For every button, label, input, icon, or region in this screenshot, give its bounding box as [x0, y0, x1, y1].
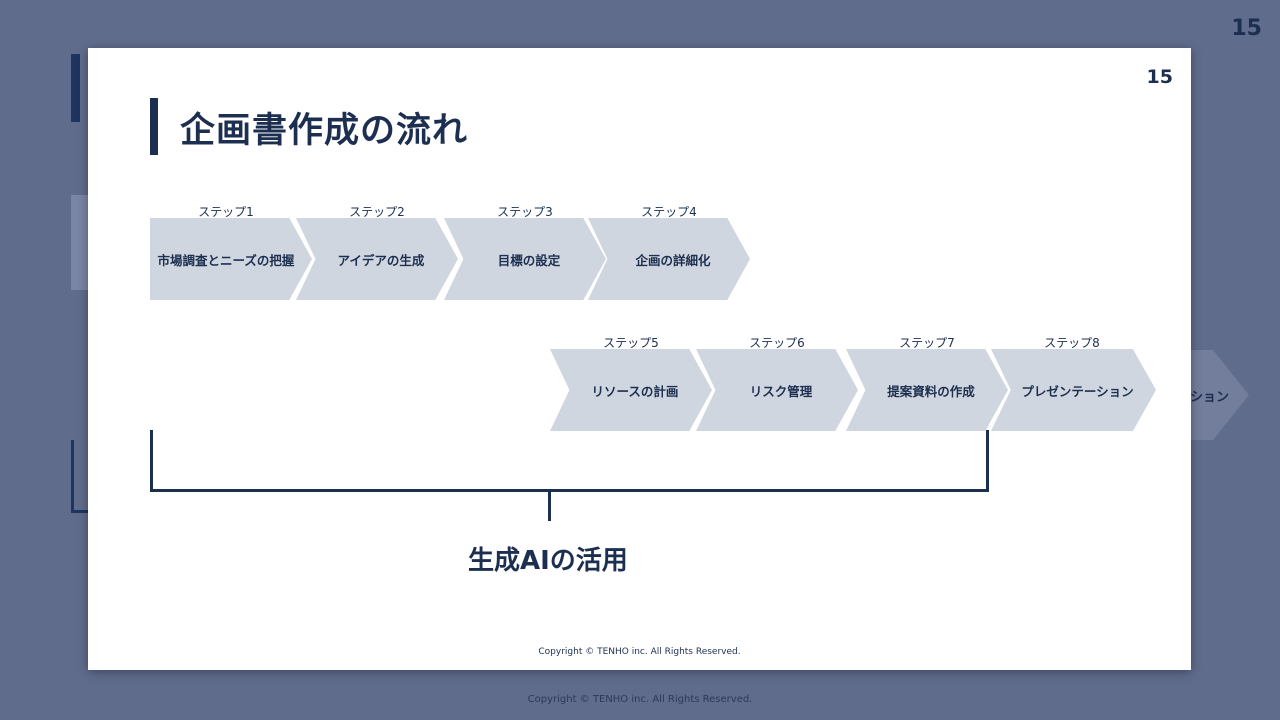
background-title-bar [71, 54, 80, 122]
step-arrow-3: 目標の設定 [444, 218, 606, 300]
background-arrow-text: ション [1190, 390, 1230, 405]
step-label-3: ステップ3 [497, 205, 553, 219]
step-arrow-7: 提案資料の作成 [846, 349, 1008, 431]
step-arrow-5: リソースの計画 [550, 349, 712, 431]
bracket-stem [548, 489, 551, 521]
background-page-number: 15 [1231, 16, 1262, 41]
copyright: Copyright © TENHO inc. All Rights Reserv… [538, 647, 741, 657]
step-arrow-2: アイデアの生成 [296, 218, 458, 300]
step-label-6: ステップ6 [749, 336, 805, 350]
step-label-1: ステップ1 [198, 205, 254, 219]
step-arrow-6: リスク管理 [696, 349, 858, 431]
slide: 15 企画書作成の流れ ステップ1 市場調査とニーズの把握 ステップ2 アイデア… [88, 48, 1191, 670]
step-arrow-8: プレゼンテーション [991, 349, 1156, 431]
step-label-5: ステップ5 [603, 336, 659, 350]
step-label-2: ステップ2 [349, 205, 405, 219]
step-label-8: ステップ8 [1044, 336, 1100, 350]
title-accent-bar [150, 98, 158, 155]
background-bracket-line [71, 440, 74, 512]
background-copyright: Copyright © TENHO inc. All Rights Reserv… [527, 694, 753, 705]
step-arrow-4: 企画の詳細化 [588, 218, 750, 300]
background-bracket-foot [71, 510, 89, 513]
bracket-right-line [986, 430, 989, 492]
step-arrow-1: 市場調査とニーズの把握 [150, 218, 312, 300]
ai-usage-label: 生成AIの活用 [468, 546, 628, 576]
bracket-bottom-line [150, 489, 989, 492]
step-label-7: ステップ7 [899, 336, 955, 350]
bracket-left-line [150, 430, 153, 492]
slide-title: 企画書作成の流れ [180, 111, 469, 151]
background-step-box [71, 195, 89, 290]
step-label-4: ステップ4 [641, 205, 697, 219]
page-number: 15 [1146, 66, 1173, 88]
